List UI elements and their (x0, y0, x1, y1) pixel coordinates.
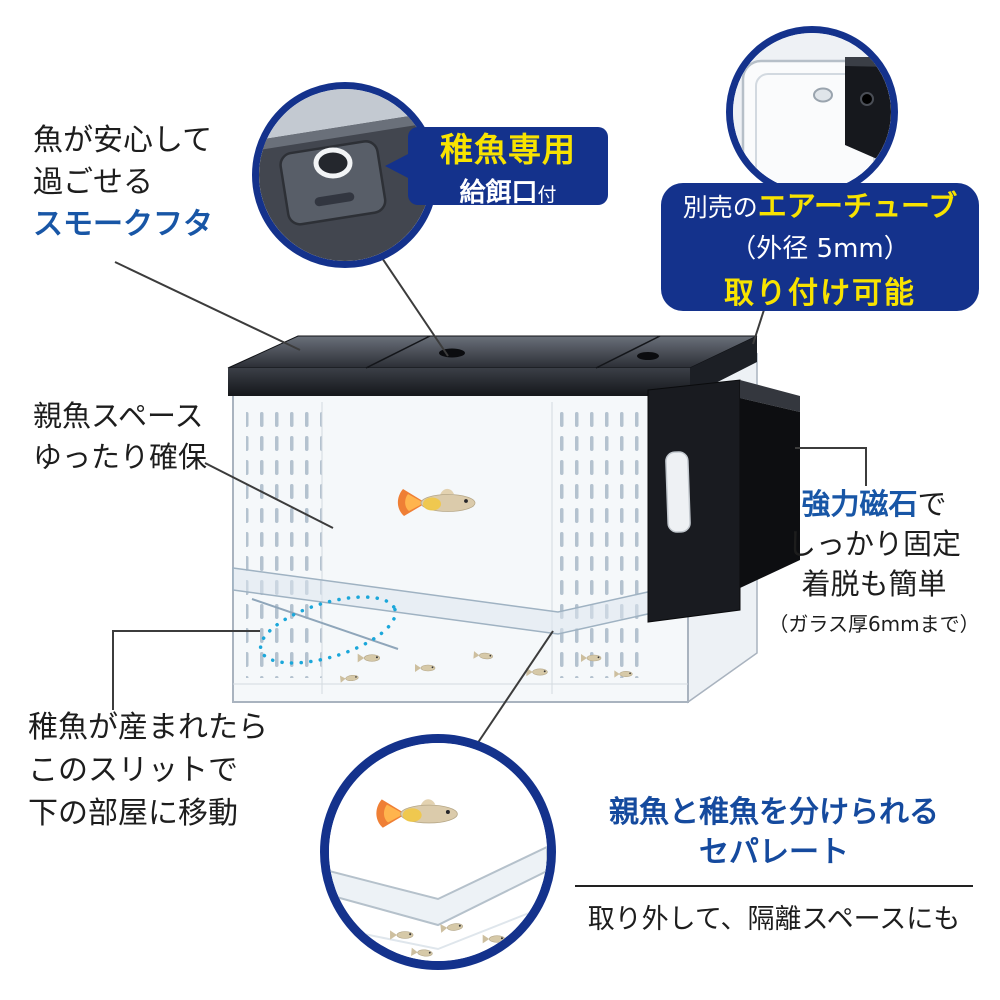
connector-smoke-lid (114, 261, 301, 351)
magnet-callout: 強力磁石で しっかり固定 着脱も簡単 （ガラス厚6mmまで） (756, 484, 992, 644)
callout-line: 親魚スペース (33, 399, 204, 433)
badge-line: 取り付け可能 (724, 275, 916, 311)
callout-line: ゆったり確保 (33, 440, 208, 474)
tank-front-face (232, 393, 689, 703)
connector-magnet (795, 447, 867, 486)
air-tube-hole-icon (860, 92, 874, 106)
smoke-lid-callout: 魚が安心して 過ごせる スモークフタ (33, 120, 213, 246)
callout-line: このスリットで (28, 753, 238, 788)
magnet-assembly-illustration (647, 379, 800, 623)
callout-line: 過ごせる (33, 165, 153, 200)
connector-feeding-port (377, 251, 449, 357)
callout-line: 強力磁石で (801, 487, 947, 521)
separator-detail-inset (320, 734, 556, 970)
callout-line: 着脱も簡単 (801, 567, 947, 601)
badge-line: （外径 5mm） (730, 233, 910, 264)
callout-line-emphasis: スモークフタ (33, 207, 213, 242)
callout-line-emphasis: 強力磁石 (801, 487, 918, 521)
callout-line: 下の部屋に移動 (28, 796, 238, 831)
callout-heading: セパレート (699, 835, 849, 870)
callout-line-note: （ガラス厚6mmまで） (768, 612, 980, 636)
badge-line: 別売のエアーチューブ (682, 188, 958, 223)
air-tube-badge: 別売のエアーチューブ （外径 5mm） 取り付け可能 (661, 183, 979, 311)
smoke-lid-illustration (227, 335, 758, 396)
callout-heading: 親魚と稚魚を分けられる (609, 795, 939, 830)
feeding-port-badge: 稚魚専用 給餌口付 (385, 127, 608, 208)
badge-subtitle: 給餌口付 (459, 178, 557, 208)
callout-line: しっかり固定 (786, 527, 961, 561)
slit-highlight-ellipse (258, 595, 398, 665)
feeding-hole-icon (313, 147, 353, 179)
corner-detail-inset (726, 26, 898, 198)
divider-line (575, 885, 973, 887)
separator-callout: 親魚と稚魚を分けられる セパレート 取り外して、隔離スペースにも (575, 793, 973, 936)
connector-separator (470, 630, 554, 754)
callout-line: 取り外して、隔離スペースにも (587, 904, 961, 935)
slit-callout: 稚魚が産まれたら このスリットで 下の部屋に移動 (28, 706, 268, 835)
parent-space-callout: 親魚スペース ゆったり確保 (33, 396, 207, 478)
callout-line: 魚が安心して (33, 123, 213, 158)
separator-detail-art (329, 743, 547, 961)
badge-title: 稚魚専用 (440, 130, 576, 169)
connector-lines (112, 197, 867, 754)
connector-parent-space (204, 462, 334, 529)
connector-slit (112, 630, 260, 710)
callout-line: 稚魚が産まれたら (28, 710, 268, 745)
corner-detail-art (733, 33, 891, 191)
